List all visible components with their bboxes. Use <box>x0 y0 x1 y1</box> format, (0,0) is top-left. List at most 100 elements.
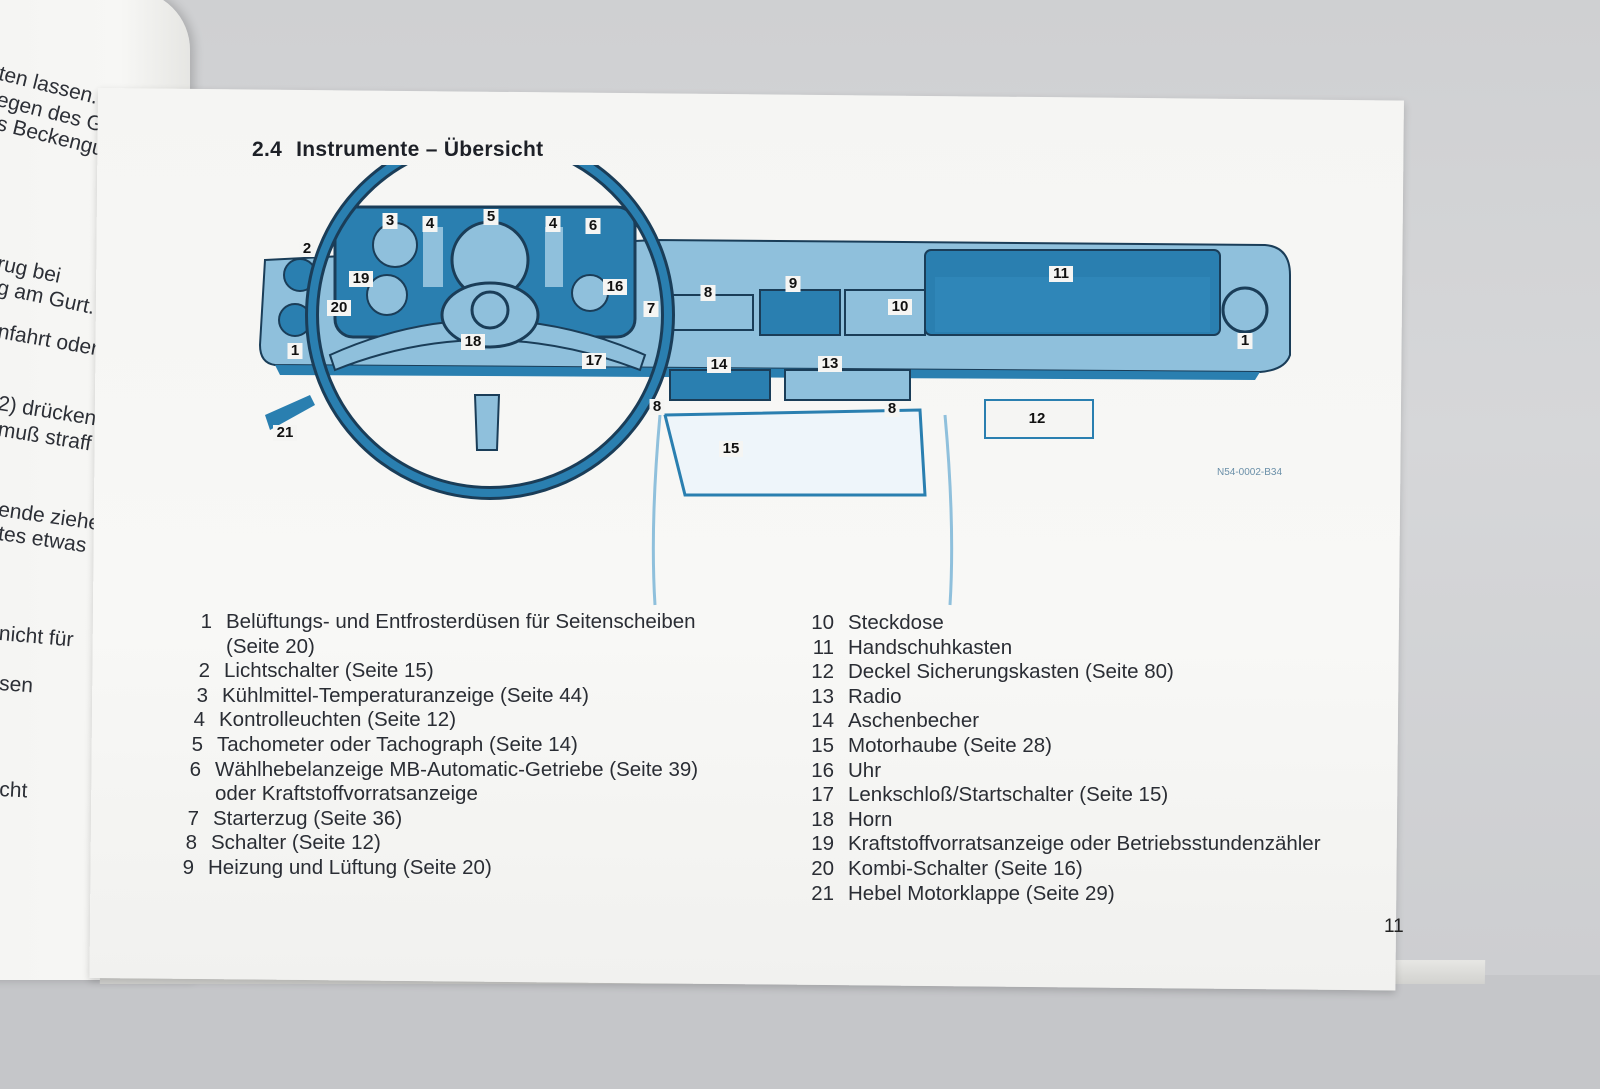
callout-label-21: 21 <box>277 424 294 441</box>
legend-item: 10 Steckdose <box>800 611 1321 636</box>
legend-item-text: Lenkschloß/Startschalter (Seite 15) <box>848 783 1169 807</box>
callout-background <box>700 285 716 301</box>
callout-background <box>461 334 485 350</box>
legend-item: 11 Handschuhkasten <box>800 636 1321 661</box>
legend-item: 17 Lenkschloß/Startschalter (Seite 15) <box>800 783 1321 808</box>
legend-item-number: 20 <box>811 856 834 880</box>
legend-item-number: 10 <box>811 611 834 634</box>
legend-item-number: 14 <box>811 709 834 733</box>
legend-item-number: 4 <box>193 708 205 732</box>
legend-left-column: 1 Belüftungs- und Entfrosterdüsen für Sei… <box>178 610 709 881</box>
legend-item-text: Hebel Motorklappe (Seite 29) <box>848 881 1115 905</box>
section-title: Instrumente – Übersicht <box>296 138 544 161</box>
callout-label-20: 20 <box>331 299 348 316</box>
callout-label-5: 5 <box>487 208 495 225</box>
diagram-code: N54-0002-B34 <box>1217 467 1282 478</box>
legend-item-text: Kühlmittel-Temperaturanzeige (Seite 44) <box>222 683 589 707</box>
callout-label-8: 8 <box>653 398 661 415</box>
legend-item-number: 12 <box>811 660 834 684</box>
callout-background <box>299 241 315 257</box>
callout-background <box>422 216 438 232</box>
callout-background <box>643 301 659 317</box>
legend-item-text: Kombi-Schalter (Seite 16) <box>848 856 1083 880</box>
legend-item-number: 11 <box>812 635 834 659</box>
callout-label-13: 13 <box>822 355 839 372</box>
callout-background <box>1237 333 1253 349</box>
legend-item-text: Schalter (Seite 12) <box>211 831 381 855</box>
callout-background <box>785 276 801 292</box>
legend-item-number: 2 <box>198 659 210 683</box>
callout-background <box>1049 266 1073 282</box>
legend-item: 4 Kontrolleuchten (Seite 12) <box>171 708 702 733</box>
legend-item-number: 3 <box>196 683 208 707</box>
legend-item: 12 Deckel Sicherungskasten (Seite 80) <box>800 660 1321 685</box>
section-number: 2.4 <box>252 138 283 161</box>
callout-label-2: 2 <box>303 240 311 257</box>
legend-item-text: Kraftstoffvorratsanzeige oder Betriebsst… <box>848 832 1321 856</box>
callout-background <box>818 356 842 372</box>
legend-item-text: Deckel Sicherungskasten (Seite 80) <box>848 660 1174 684</box>
legend-item-text: Kontrolleuchten (Seite 12) <box>219 708 457 732</box>
legend-item: 20 Kombi-Schalter (Seite 16) <box>800 857 1321 882</box>
callout-label-4: 4 <box>549 215 558 232</box>
callout-background <box>888 299 912 315</box>
callout-label-16: 16 <box>607 278 624 295</box>
legend-item-number: 16 <box>811 758 834 782</box>
callout-label-8: 8 <box>888 400 896 417</box>
section-heading: 2.4 Instrumente – Übersicht <box>252 138 543 162</box>
callout-background <box>884 401 900 417</box>
legend-item-continuation: (Seite 20) <box>226 634 315 658</box>
legend-item-text: Tachometer oder Tachograph (Seite 14) <box>217 732 578 756</box>
legend-item: 16 Uhr <box>800 759 1321 784</box>
legend-item-number: 8 <box>185 831 197 855</box>
callout-label-17: 17 <box>586 352 603 369</box>
legend-item-text: Handschuhkasten <box>848 635 1013 659</box>
callout-background <box>582 353 606 369</box>
callout-label-1: 1 <box>291 342 299 359</box>
legend-item-text: Steckdose <box>848 611 944 634</box>
page-number: 11 <box>1384 916 1404 937</box>
callout-background <box>1025 411 1049 427</box>
callout-background <box>707 357 731 373</box>
legend-item-number: 1 <box>200 610 212 633</box>
callout-background <box>649 399 665 415</box>
callout-background <box>349 271 373 287</box>
legend-item-text: Heizung und Lüftung (Seite 20) <box>208 855 492 879</box>
legend-item: 14 Aschenbecher <box>800 709 1321 734</box>
callout-label-11: 11 <box>1053 265 1069 282</box>
legend-item: 8 Schalter (Seite 12) <box>163 831 694 856</box>
legend-item-text: Aschenbecher <box>848 709 980 733</box>
legend-item-number: 7 <box>187 806 199 830</box>
callout-background <box>719 441 743 457</box>
legend-item-text: Uhr <box>848 758 882 782</box>
legend-item-number: 13 <box>811 684 834 708</box>
callout-label-4: 4 <box>426 215 435 232</box>
callout-background <box>273 425 297 441</box>
legend-item-text: Motorhaube (Seite 28) <box>848 733 1052 757</box>
legend-item-number: 18 <box>811 807 834 831</box>
legend-item: 1 Belüftungs- und Entfrosterdüsen für Sei… <box>178 610 709 635</box>
previous-page-line: cht <box>0 778 28 803</box>
legend-item-text: Horn <box>848 807 893 831</box>
callout-label-8: 8 <box>704 284 712 301</box>
legend-item-text: Wählhebelanzeige MB-Automatic-Getriebe (… <box>215 757 699 781</box>
legend-right-column: 10 Steckdose 11 Handschuhkasten 12 Deckel Sic… <box>800 611 1321 907</box>
callout-background <box>603 279 627 295</box>
callout-background <box>382 213 398 229</box>
callout-label-9: 9 <box>789 275 797 292</box>
legend-item-continuation: oder Kraftstoffvorratsanzeige <box>215 782 478 806</box>
callout-label-18: 18 <box>465 333 482 350</box>
callout-label-14: 14 <box>711 356 728 373</box>
legend-item-text: Belüftungs- und Entfrosterdüsen für Seit… <box>226 610 696 633</box>
callout-background <box>483 209 499 225</box>
legend-item-number: 17 <box>811 783 834 807</box>
